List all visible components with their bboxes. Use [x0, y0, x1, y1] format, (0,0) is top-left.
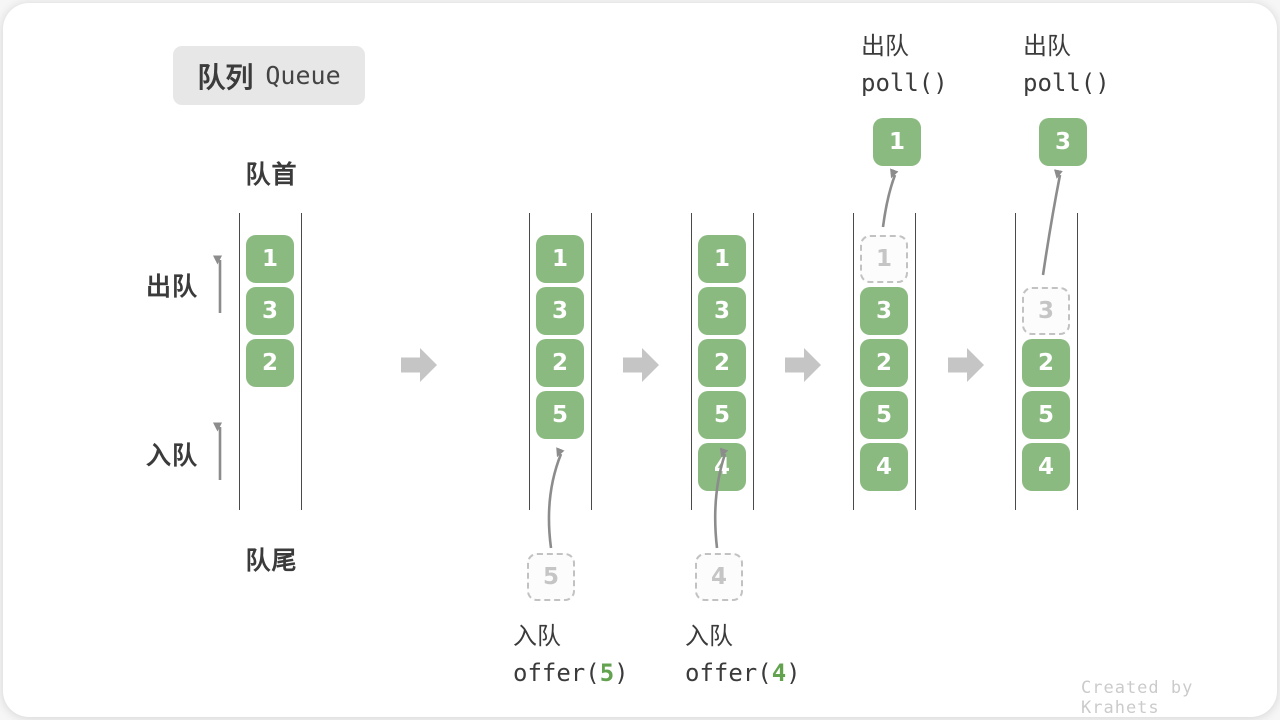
arrows-overlay [213, 168, 1063, 549]
step-arrow-3 [785, 348, 821, 382]
enqueue-action-text: 入队 [513, 623, 561, 650]
watermark: Created by Krahets [1081, 678, 1194, 718]
queue-item: 2 [246, 339, 294, 387]
enqueue-action-text: 入队 [685, 623, 733, 650]
queue-item: 2 [1022, 339, 1070, 387]
queue-column-4: 1 3 2 5 4 [853, 213, 916, 510]
code-arg: 5 [599, 659, 615, 687]
queue-column-1: 1 3 2 [239, 213, 302, 510]
code-arg: 4 [771, 659, 787, 687]
queue-item: 1 [536, 235, 584, 283]
enqueue-operation-label-1: 入队 offer(5) [513, 619, 629, 691]
staged-item-5: 5 [527, 553, 575, 601]
queue-item: 5 [698, 391, 746, 439]
queue-rear-label: 队尾 [245, 547, 298, 575]
queue-item: 3 [246, 287, 294, 335]
title-zh: 队列 [197, 61, 254, 93]
figure-card: 队列 Queue 队首 队尾 出队 入队 1 3 2 1 3 2 5 5 入队 … [3, 3, 1277, 718]
queue-item: 3 [698, 287, 746, 335]
queue-item: 1 [246, 235, 294, 283]
queue-item: 5 [860, 391, 908, 439]
enqueue-code-text: offer(5) [513, 655, 629, 691]
code-fn: offer( [513, 659, 600, 687]
dequeue-action-text: 出队 [861, 33, 909, 60]
queue-column-5: 3 2 5 4 [1015, 213, 1078, 510]
removed-item-slot: 3 [1022, 287, 1070, 335]
queue-item: 3 [860, 287, 908, 335]
enqueue-code-text: offer(4) [685, 655, 801, 691]
queue-item: 4 [1022, 443, 1070, 491]
code-close: ) [614, 659, 629, 687]
queue-item: 4 [860, 443, 908, 491]
code-fn: offer( [685, 659, 772, 687]
dequeue-side-label: 出队 [146, 273, 199, 301]
queue-item: 4 [698, 443, 746, 491]
removed-item-slot: 1 [860, 235, 908, 283]
dequeue-operation-label-1: 出队 poll() [861, 29, 948, 101]
step-arrow-1 [401, 348, 437, 382]
queue-item: 3 [536, 287, 584, 335]
queue-item: 1 [698, 235, 746, 283]
enqueue-side-label: 入队 [146, 442, 199, 470]
popped-item-3: 3 [1039, 118, 1087, 166]
staged-item-4: 4 [695, 553, 743, 601]
enqueue-operation-label-2: 入队 offer(4) [685, 619, 801, 691]
queue-front-label: 队首 [245, 161, 298, 189]
popped-item-1: 1 [873, 118, 921, 166]
step-arrow-4 [948, 348, 984, 382]
dequeue-action-text: 出队 [1023, 33, 1071, 60]
queue-column-3: 1 3 2 5 4 [691, 213, 754, 510]
dequeue-code-text: poll() [861, 69, 948, 97]
queue-item: 2 [536, 339, 584, 387]
queue-item: 5 [536, 391, 584, 439]
queue-item: 5 [1022, 391, 1070, 439]
queue-item: 2 [860, 339, 908, 387]
title-en: Queue [265, 61, 341, 90]
code-close: ) [786, 659, 801, 687]
dequeue-code-text: poll() [1023, 69, 1110, 97]
queue-item: 2 [698, 339, 746, 387]
step-arrow-2 [623, 348, 659, 382]
dequeue-operation-label-2: 出队 poll() [1023, 29, 1110, 101]
title-badge: 队列 Queue [173, 46, 365, 105]
queue-column-2: 1 3 2 5 [529, 213, 592, 510]
